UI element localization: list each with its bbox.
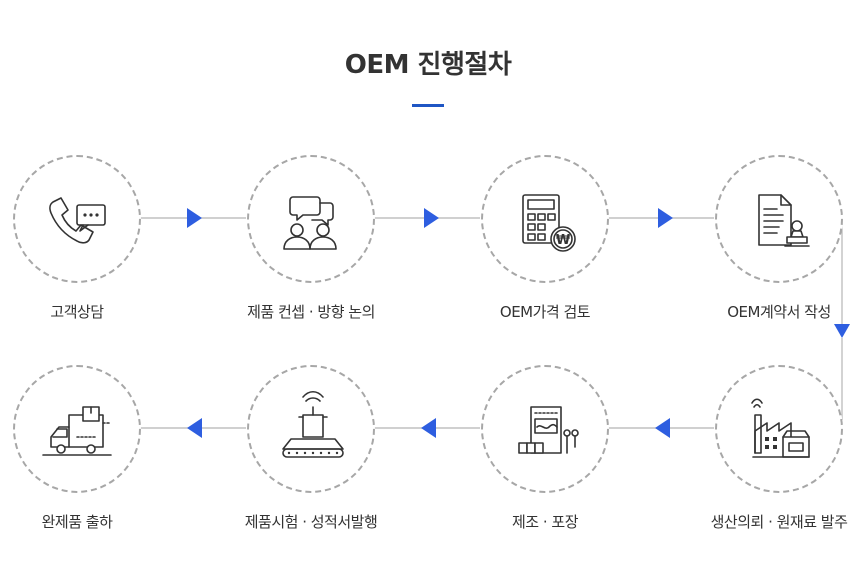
step-circle [715, 155, 843, 283]
arrow-right [187, 208, 202, 228]
step-circle [13, 155, 141, 283]
step-circle [247, 155, 375, 283]
step-concept-discussion: 제품 컨셉 · 방향 논의 [247, 155, 375, 345]
arrow-right [424, 208, 439, 228]
step-manufacturing: 제조 · 포장 [481, 365, 609, 555]
conveyor-test-icon [282, 390, 344, 458]
step-shipping: 완제품 출하 [13, 365, 141, 555]
step-label: 고객상담 [50, 303, 104, 321]
step-contract: OEM계약서 작성 [715, 155, 843, 345]
step-circle: ₩ [481, 155, 609, 283]
factory-icon [751, 398, 810, 458]
arrow-left [421, 418, 436, 438]
phone-chat-icon [49, 197, 106, 244]
svg-text:₩: ₩ [556, 233, 571, 248]
step-circle [247, 365, 375, 493]
step-circle [481, 365, 609, 493]
calculator-won-icon: ₩ [522, 194, 576, 252]
step-circle [13, 365, 141, 493]
arrow-left [187, 418, 202, 438]
step-label: 생산의뢰 · 원재료 발주 [710, 513, 848, 531]
step-production-order: 생산의뢰 · 원재료 발주 [711, 365, 848, 555]
arrow-left [655, 418, 670, 438]
step-price-review: ₩ OEM가격 검토 [481, 155, 609, 345]
step-label: OEM가격 검토 [499, 303, 591, 321]
arrow-right [658, 208, 673, 228]
step-label: OEM계약서 작성 [727, 303, 831, 321]
step-label: 제조 · 포장 [511, 513, 579, 531]
step-consultation: 고객상담 [13, 155, 141, 345]
arrow-down [834, 324, 850, 338]
step-circle [715, 365, 843, 493]
page-title: OEM 진행절차 [344, 50, 512, 80]
step-label: 완제품 출하 [41, 513, 113, 531]
contract-stamp-icon [758, 194, 810, 247]
step-product-test: 제품시험 · 성적서발행 [245, 365, 378, 555]
manufacturing-machine-icon [518, 406, 579, 454]
step-label: 제품 컨셉 · 방향 논의 [247, 303, 375, 321]
discussion-people-icon [283, 196, 337, 250]
step-label: 제품시험 · 성적서발행 [244, 513, 378, 531]
title-underline [412, 104, 444, 107]
delivery-truck-icon [42, 406, 112, 456]
